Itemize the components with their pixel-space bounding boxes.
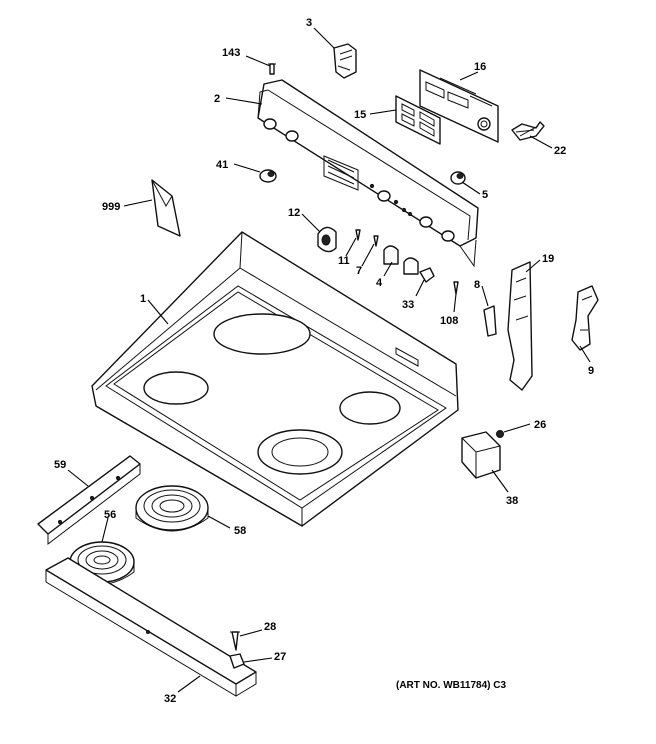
part-15-overlay <box>395 95 441 145</box>
part-4-knobs <box>383 245 419 275</box>
callout-5: 5 <box>482 189 488 201</box>
part-19-side-bracket <box>507 261 533 391</box>
part-59-rail <box>37 455 141 546</box>
callout-999: 999 <box>102 201 120 213</box>
callout-33: 33 <box>402 299 414 311</box>
part-11-screw <box>355 229 361 241</box>
part-108-screw <box>453 281 459 295</box>
part-38-terminal-block <box>461 431 501 479</box>
callout-2: 2 <box>214 93 220 105</box>
part-26-screw <box>496 430 504 438</box>
callout-4: 4 <box>376 277 383 289</box>
callout-12: 12 <box>288 207 300 219</box>
art-number-caption: (ART NO. WB11784) C3 <box>396 680 506 691</box>
callout-9: 9 <box>588 365 594 377</box>
callout-59: 59 <box>54 459 66 471</box>
callout-41: 41 <box>216 159 228 171</box>
part-22-wire-harness <box>511 121 545 141</box>
callout-19: 19 <box>542 253 554 265</box>
part-58-surface-element <box>135 485 209 532</box>
callout-labels: 3 143 16 2 15 22 41 5 999 12 11 7 19 4 8… <box>54 17 594 705</box>
callout-27: 27 <box>274 651 286 663</box>
part-27-clip <box>229 653 245 669</box>
part-12-switch <box>317 226 337 253</box>
part-28-screw <box>230 631 240 651</box>
callout-26: 26 <box>534 419 546 431</box>
callout-32: 32 <box>164 693 176 705</box>
callout-1: 1 <box>140 293 146 305</box>
part-143-screw <box>268 63 276 75</box>
callout-15: 15 <box>354 109 366 121</box>
part-16-clock-board <box>419 69 499 143</box>
leader-lines <box>67 27 591 693</box>
part-2-backsplash <box>257 79 479 268</box>
part-32-top-support <box>45 557 257 697</box>
part-3-bracket <box>333 43 357 79</box>
callout-11: 11 <box>338 255 350 267</box>
callout-8: 8 <box>474 279 480 291</box>
callout-38: 38 <box>506 495 518 507</box>
callout-143: 143 <box>222 47 240 59</box>
callout-108: 108 <box>440 315 458 327</box>
part-7-screw <box>373 235 379 247</box>
callout-22: 22 <box>554 145 566 157</box>
part-41-knob <box>259 169 277 183</box>
callout-7: 7 <box>356 265 362 277</box>
callout-3: 3 <box>306 17 312 29</box>
callout-58: 58 <box>234 525 246 537</box>
part-5-knob <box>450 171 466 185</box>
part-8-bracket <box>483 305 497 337</box>
callout-28: 28 <box>264 621 276 633</box>
part-33-switch <box>419 267 435 283</box>
part-999-literature <box>151 179 181 237</box>
callout-56: 56 <box>104 509 116 521</box>
callout-16: 16 <box>474 61 486 73</box>
part-9-hinge <box>571 285 599 351</box>
part-1-cooktop <box>91 231 459 527</box>
